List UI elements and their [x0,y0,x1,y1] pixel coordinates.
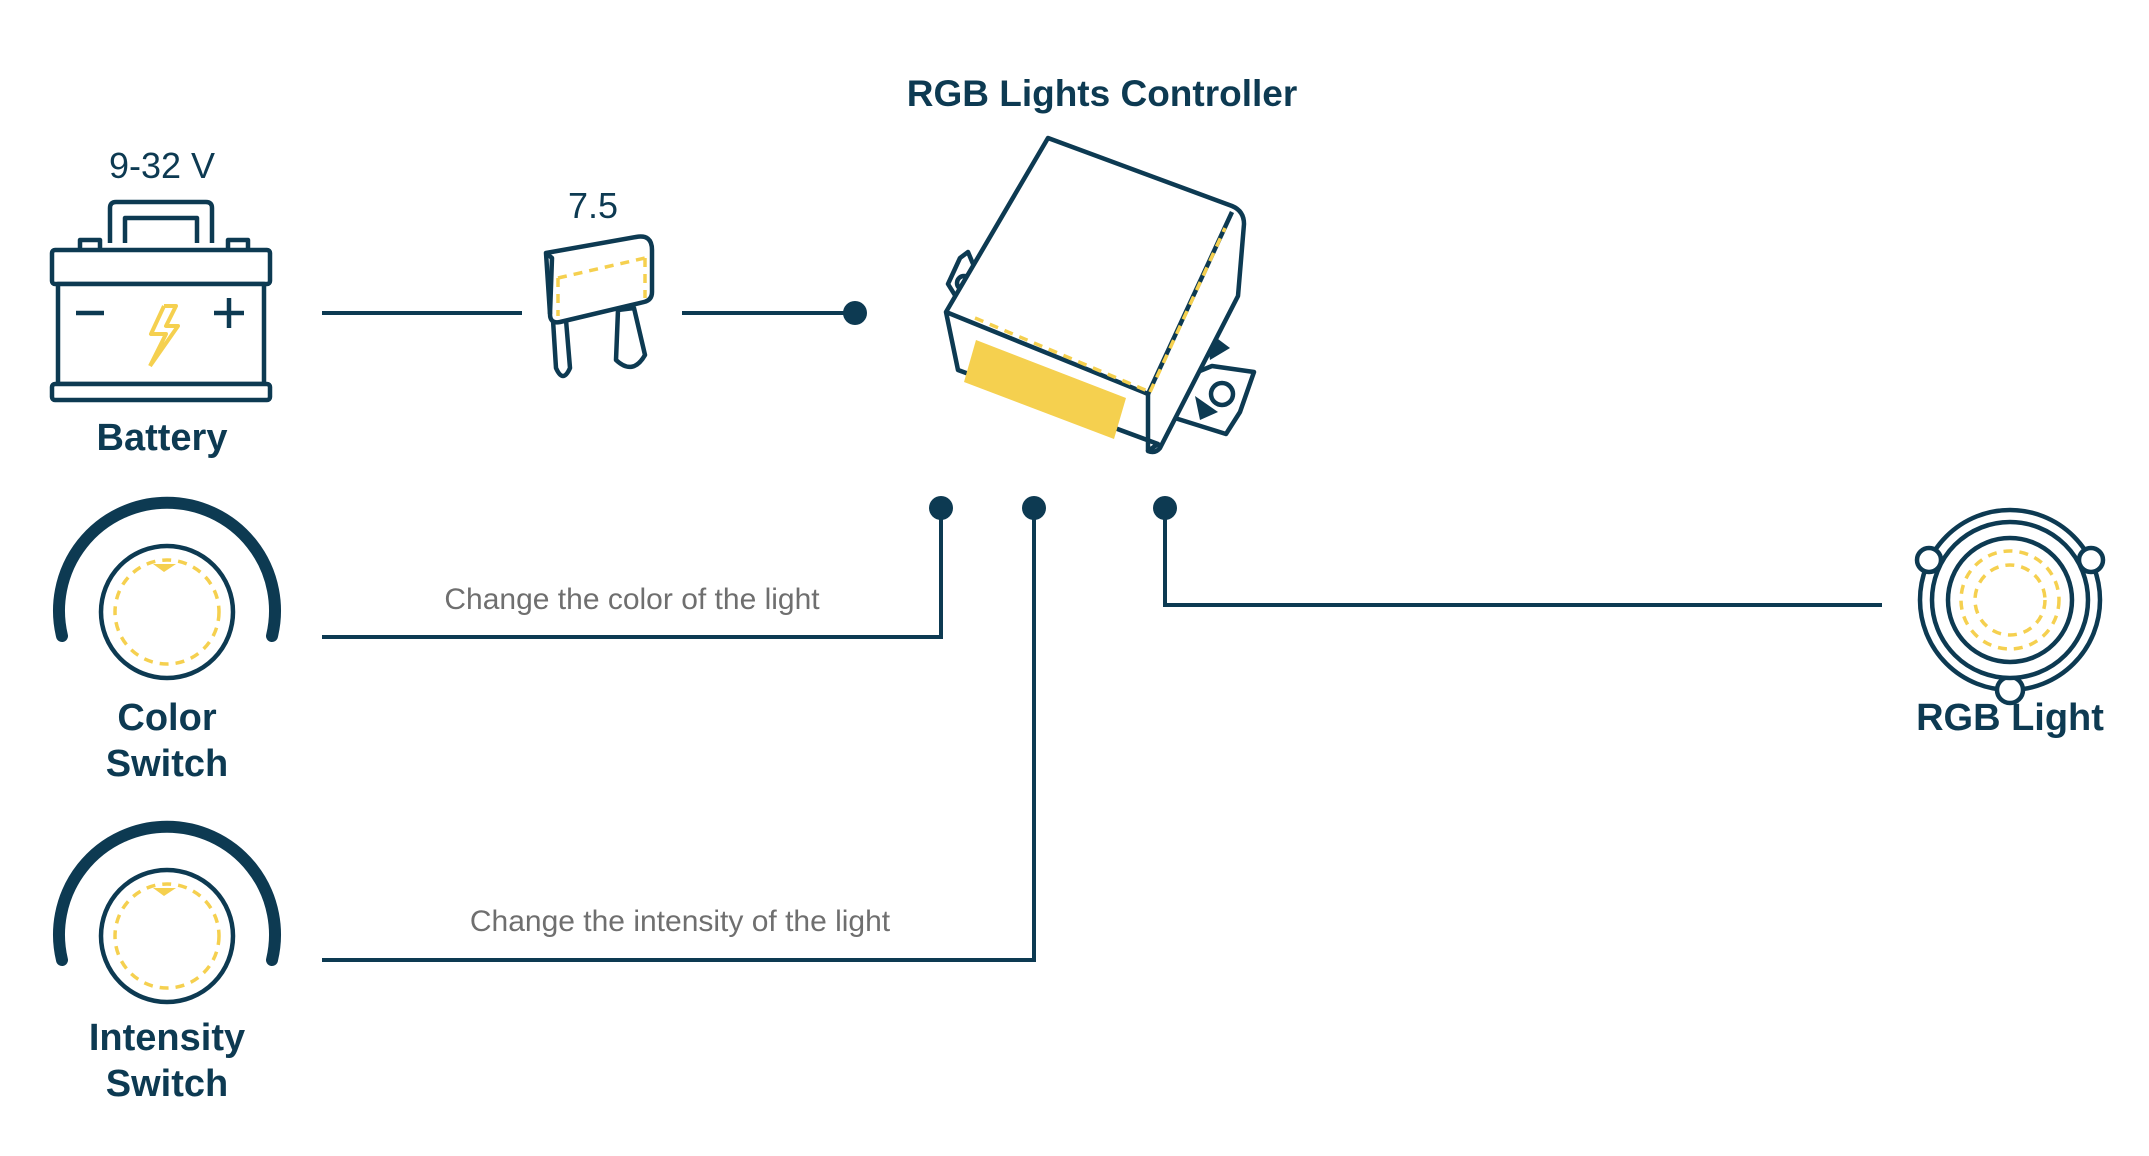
intensity-switch-label-2: Switch [106,1063,228,1105]
intensity-switch-knob-icon [53,820,281,1005]
terminal-intensity [1022,496,1046,520]
wire-intensity-switch [322,508,1036,962]
controller-indicator [964,340,1126,439]
battery-voltage: 9-32 V [109,145,215,186]
intensity-switch-note: Change the intensity of the light [470,905,891,938]
controller-icon [943,135,1257,455]
color-switch-label-1: Color [117,697,216,739]
intensity-switch-label-1: Intensity [89,1017,245,1059]
terminal-rgb [1153,496,1177,520]
battery-icon [49,199,273,403]
color-switch-label-2: Switch [106,743,228,785]
color-switch-note: Change the color of the light [444,583,820,616]
wire-rgb-light [1163,508,1882,607]
battery-label: Battery [97,417,228,459]
terminal-fuse [843,301,867,325]
wire-color-switch [322,508,943,639]
wires [322,301,1882,962]
bolt-icon [148,304,180,368]
fuse-icon [543,234,655,379]
fuse-rating: 7.5 [568,185,618,226]
color-switch-knob-icon [53,496,281,681]
controller-title: RGB Lights Controller [907,73,1298,114]
rgb-light-icon [1914,507,2106,706]
terminal-color [929,496,953,520]
